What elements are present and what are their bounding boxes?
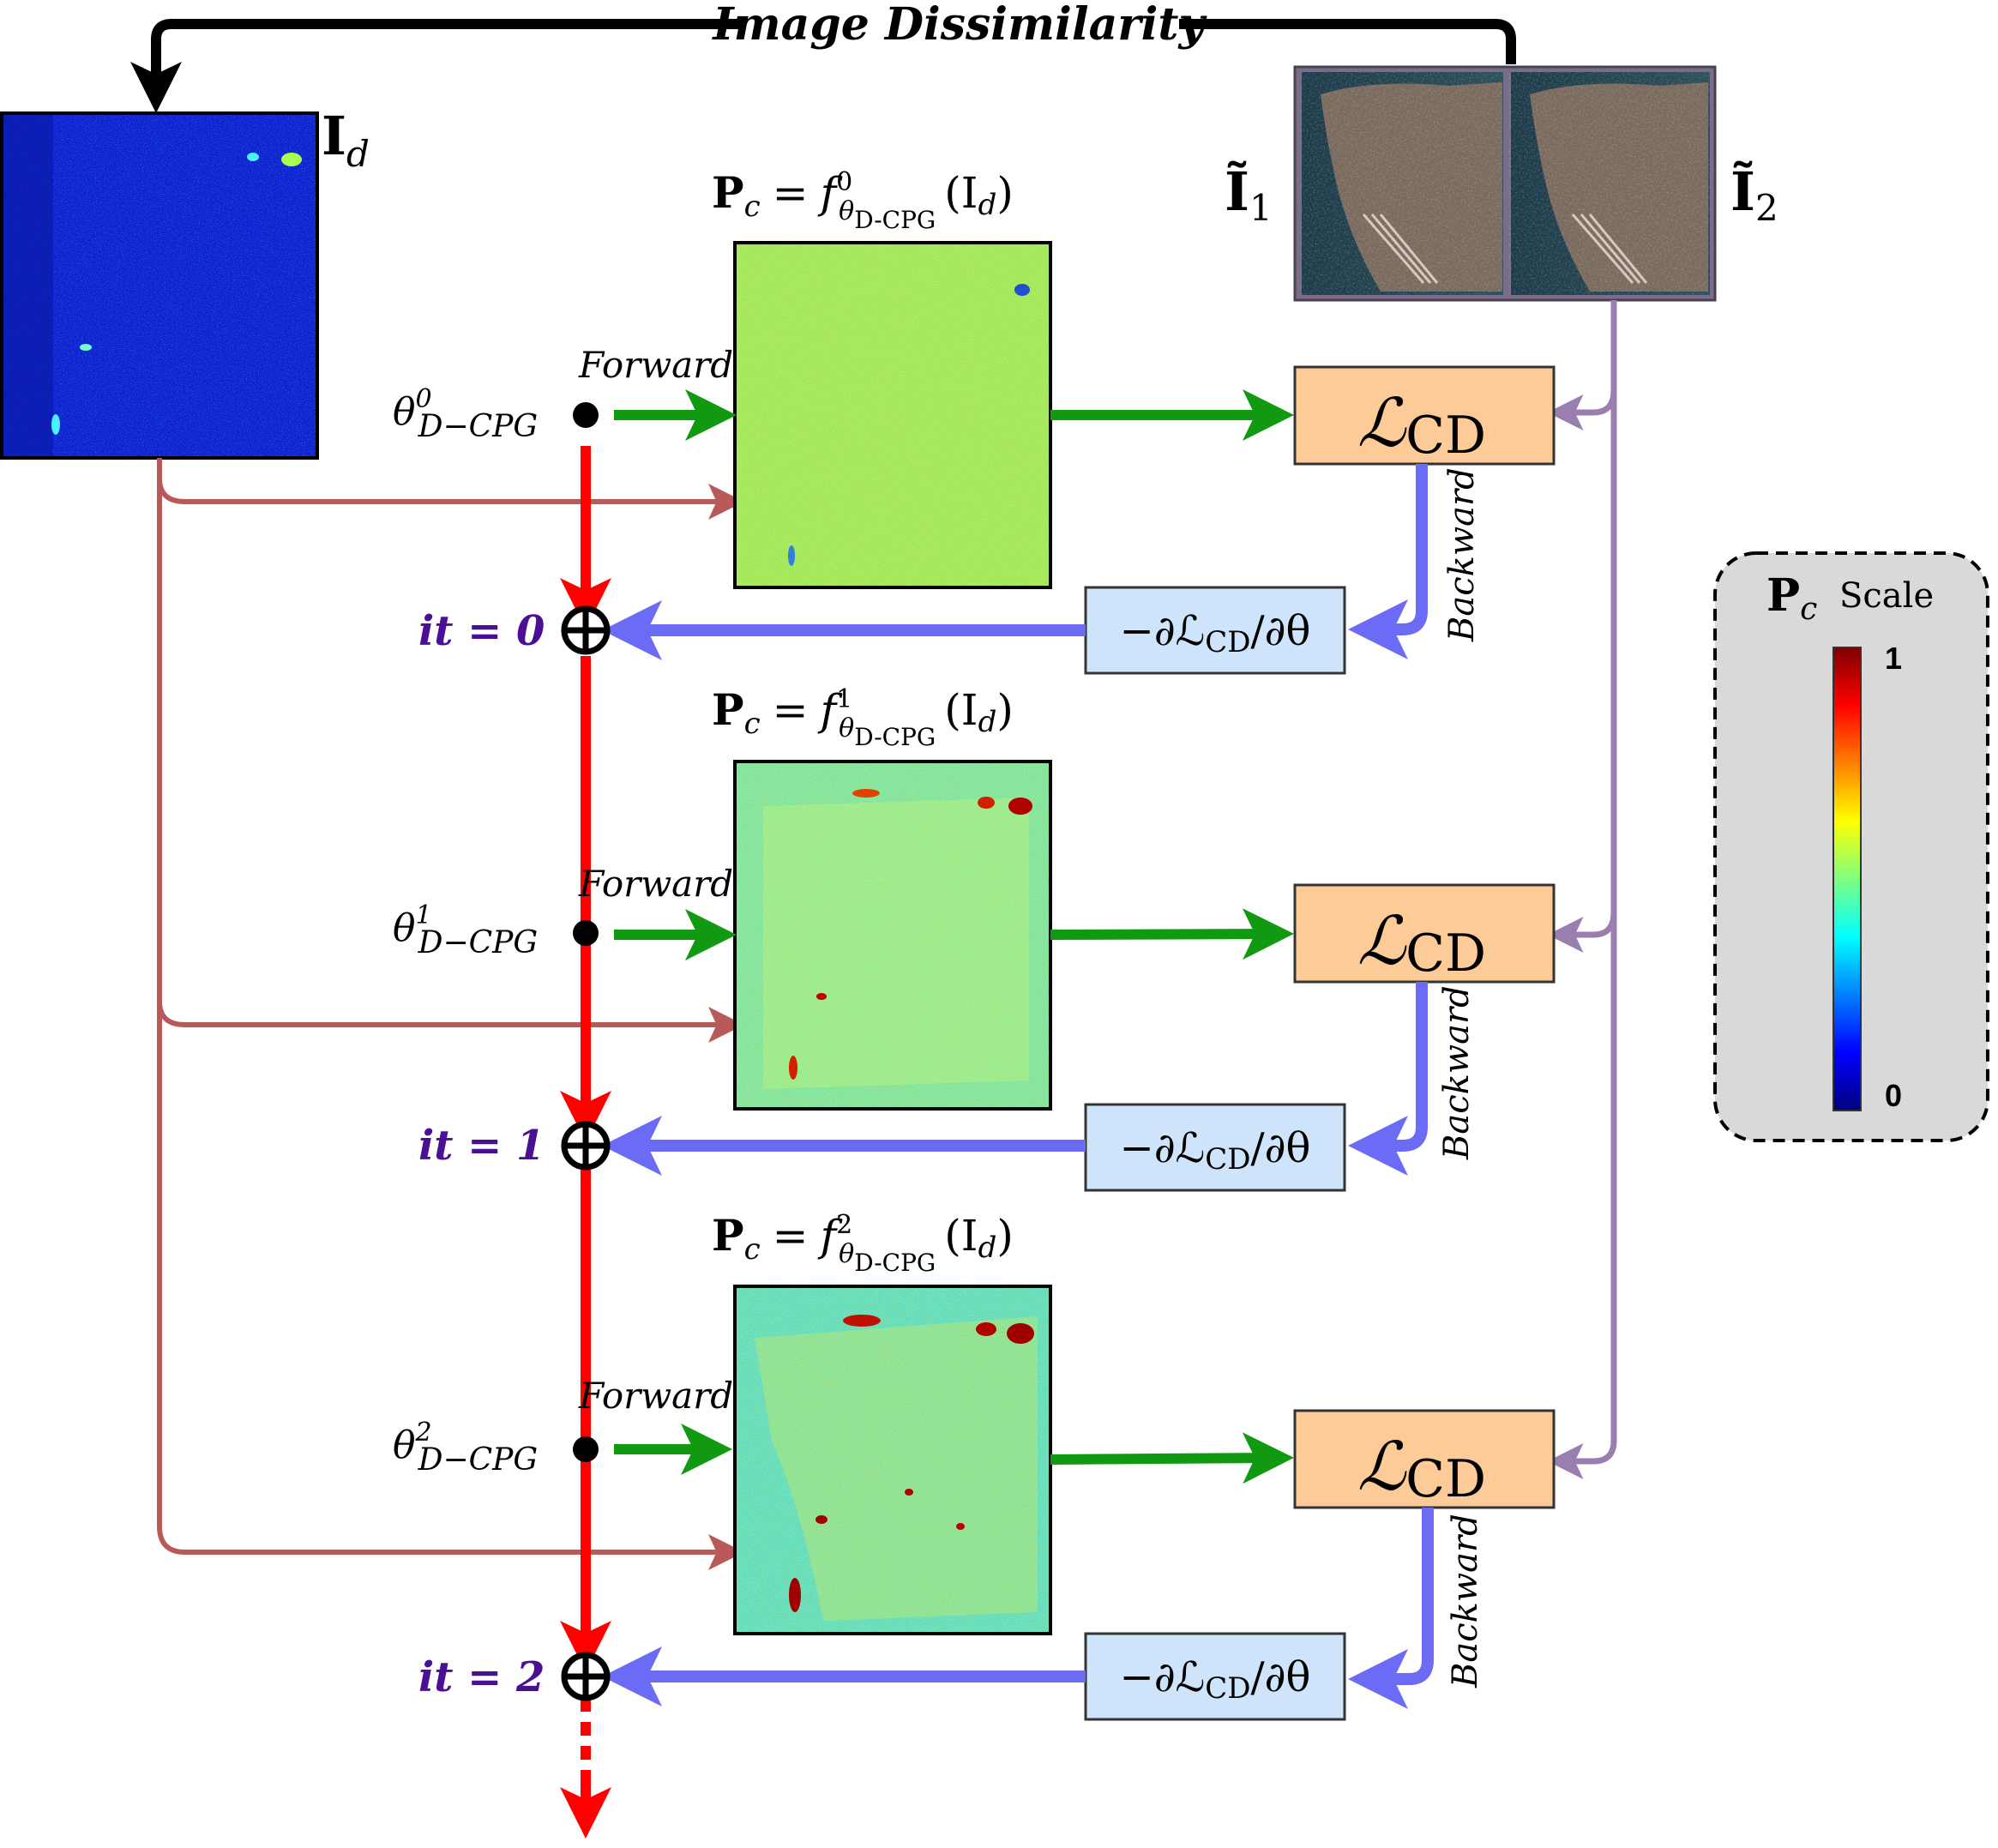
sum-node-1 (561, 1121, 611, 1171)
svg-text:−∂ℒCD/∂θ: −∂ℒCD/∂θ (1120, 1653, 1311, 1706)
prediction-to-loss-arrow-1 (1050, 908, 1294, 960)
input-image-pair (1293, 65, 1717, 302)
svg-text:−∂ℒCD/∂θ: −∂ℒCD/∂θ (1120, 1124, 1311, 1177)
gradient-box-1: −∂ℒCD/∂θ (1084, 1103, 1346, 1192)
backward-arrow-0 (1348, 464, 1428, 659)
forward-label-0: Forward (578, 344, 733, 386)
scale-colorbar (1833, 647, 1862, 1111)
prediction-map-1 (733, 760, 1052, 1111)
scale-min-label: 0 (1885, 1078, 1902, 1113)
prediction-map-0 (733, 241, 1052, 589)
image-dissimilarity-arrow: Image Dissimilarity (156, 0, 1516, 93)
theta-node-1 (573, 920, 599, 946)
prediction-to-loss-arrow-2 (1050, 1432, 1294, 1484)
forward-label-1: Forward (578, 863, 733, 905)
loss-box-1: ℒCD (1293, 883, 1556, 984)
gradient-box-0: −∂ℒCD/∂θ (1084, 586, 1346, 675)
image-dissimilarity-label: Image Dissimilarity (711, 0, 1207, 51)
scale-legend-title: Scale (1839, 576, 1934, 616)
input-image-2-symbol: Ĩ2 (1730, 160, 1778, 229)
svg-text:ℒCD: ℒCD (1357, 385, 1486, 466)
svg-text:ℒCD: ℒCD (1357, 903, 1486, 984)
dissimilarity-image (0, 111, 319, 460)
prediction-map-2 (733, 1285, 1052, 1635)
forward-label-2: Forward (578, 1375, 733, 1417)
backward-arrow-1 (1348, 982, 1428, 1176)
loss-box-0: ℒCD (1293, 365, 1556, 466)
image-feed-lines (1547, 300, 1617, 1479)
loss-box-2: ℒCD (1293, 1409, 1556, 1509)
sum-node-2 (561, 1652, 611, 1701)
backward-arrow-2 (1348, 1508, 1434, 1709)
sum-node-0 (561, 605, 611, 655)
theta-node-0 (573, 402, 599, 428)
scale-max-label: 1 (1885, 641, 1902, 676)
iteration-label-1: it = 1 (418, 1122, 545, 1170)
iteration-label-2: it = 2 (418, 1653, 545, 1701)
dissimilarity-feed-lines (157, 458, 744, 1570)
svg-text:ℒCD: ℒCD (1357, 1429, 1486, 1509)
iteration-label-0: it = 0 (418, 607, 545, 655)
scale-legend-symbol: Pc (1766, 569, 1817, 627)
scale-legend: Pc Scale 1 0 (1713, 551, 1989, 1142)
theta-node-2 (573, 1436, 599, 1462)
backward-label-1: Backward (1437, 985, 1477, 1160)
svg-text:−∂ℒCD/∂θ: −∂ℒCD/∂θ (1120, 607, 1311, 659)
dissimilarity-image-symbol: Id (322, 105, 370, 175)
input-image-1-symbol: Ĩ1 (1225, 160, 1273, 229)
gradient-box-2: −∂ℒCD/∂θ (1084, 1632, 1346, 1721)
backward-label-2: Backward (1446, 1514, 1485, 1688)
backward-label-0: Backward (1442, 467, 1482, 642)
